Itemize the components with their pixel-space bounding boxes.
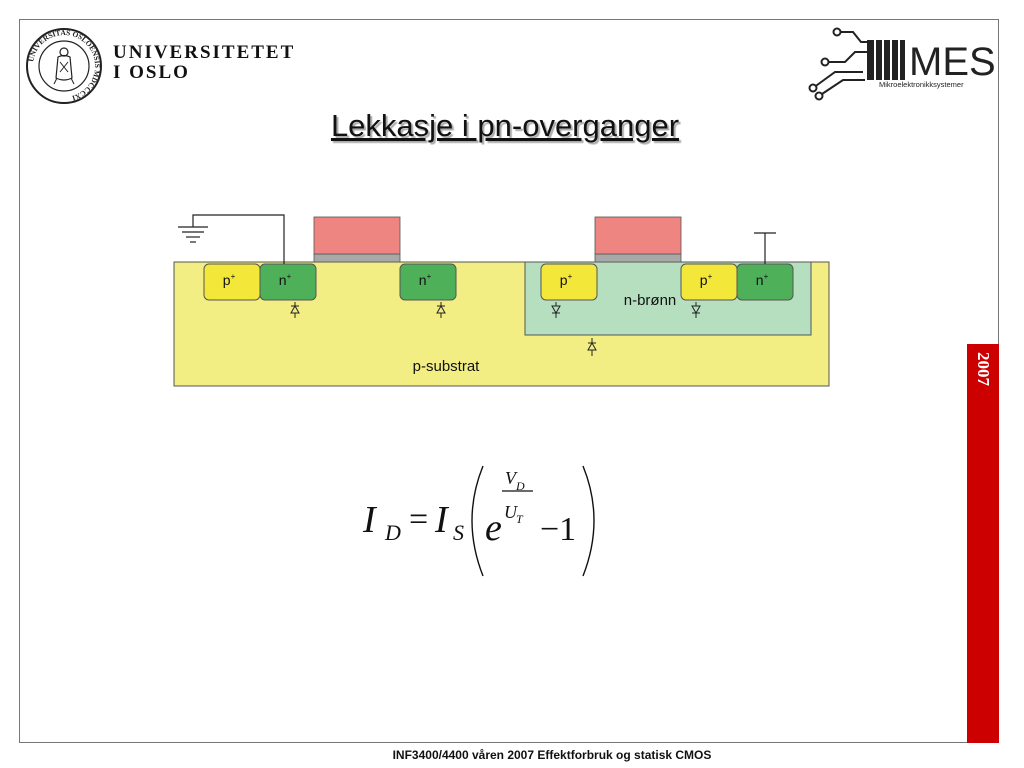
p-plus-diffusion-well-2 (680, 263, 738, 301)
left-paren (471, 465, 484, 577)
n-plus-label-1: n+ (279, 272, 292, 288)
minus-one: −1 (540, 511, 576, 548)
exp-numerator: V (505, 468, 518, 488)
n-plus-label-right: n+ (756, 272, 769, 288)
mes-logo: MES Mikroelektronikksystemer (808, 27, 996, 101)
diode-icon (551, 302, 561, 318)
diode-icon (436, 302, 446, 318)
mes-logo-text: MES (909, 40, 996, 84)
university-line-1: UNIVERSITETET (113, 42, 296, 63)
p-plus-diffusion-well-1 (540, 263, 598, 301)
footer-text: INF3400/4400 våren 2007 Effektforbruk og… (392, 748, 712, 762)
university-line-2: I OSLO (113, 62, 190, 83)
gate-left (313, 216, 401, 255)
diode-icon (587, 338, 597, 356)
mes-subtitle: Mikroelektronikksystemer (879, 80, 964, 89)
gate-right (594, 216, 682, 255)
exp-denominator: U (504, 502, 518, 522)
exp-denominator-sub: T (516, 512, 524, 526)
ground-icon (178, 214, 285, 264)
substrate-label: p-substrat (413, 358, 481, 375)
gate-oxide-left (313, 253, 401, 263)
slide-title: Lekkasje i pn-overganger (330, 108, 680, 143)
n-well-label: n-brønn (624, 292, 677, 309)
year-label: 2007 (974, 352, 993, 386)
n-plus-diffusion-1 (259, 263, 317, 301)
exp-numerator-sub: D (515, 479, 525, 493)
is-symbol: I (434, 499, 450, 541)
p-plus-label-well-2: p+ (700, 272, 713, 288)
year-sidebar: 2007 (967, 344, 999, 743)
n-plus-label-2: n+ (419, 272, 432, 288)
equals-sign: = (409, 501, 428, 538)
uio-seal-logo: UNIVERSITAS OSLOENSIS MDCCCXI (26, 28, 102, 104)
n-plus-diffusion-right (736, 263, 794, 301)
diode-current-equation: I D I S e V D U T = −1 (362, 465, 595, 577)
pn-junction-cross-section: p+ n+ n+ p+ p+ n+ n-brønn p-substrat (173, 214, 830, 387)
n-plus-diffusion-2 (399, 263, 457, 301)
p-plus-diffusion-left (203, 263, 261, 301)
lhs-symbol: I (362, 499, 378, 541)
lhs-subscript: D (384, 520, 401, 545)
p-plus-label-left: p+ (223, 272, 236, 288)
university-name: UNIVERSITETET I OSLO (113, 43, 295, 83)
diode-icon (290, 302, 300, 318)
gate-oxide-right (594, 253, 682, 263)
right-paren (582, 465, 595, 577)
vdd-terminal-icon (754, 232, 776, 264)
diode-icon (691, 302, 701, 318)
p-plus-label-well-1: p+ (560, 272, 573, 288)
exp-base: e (485, 507, 502, 549)
is-subscript: S (453, 520, 464, 545)
